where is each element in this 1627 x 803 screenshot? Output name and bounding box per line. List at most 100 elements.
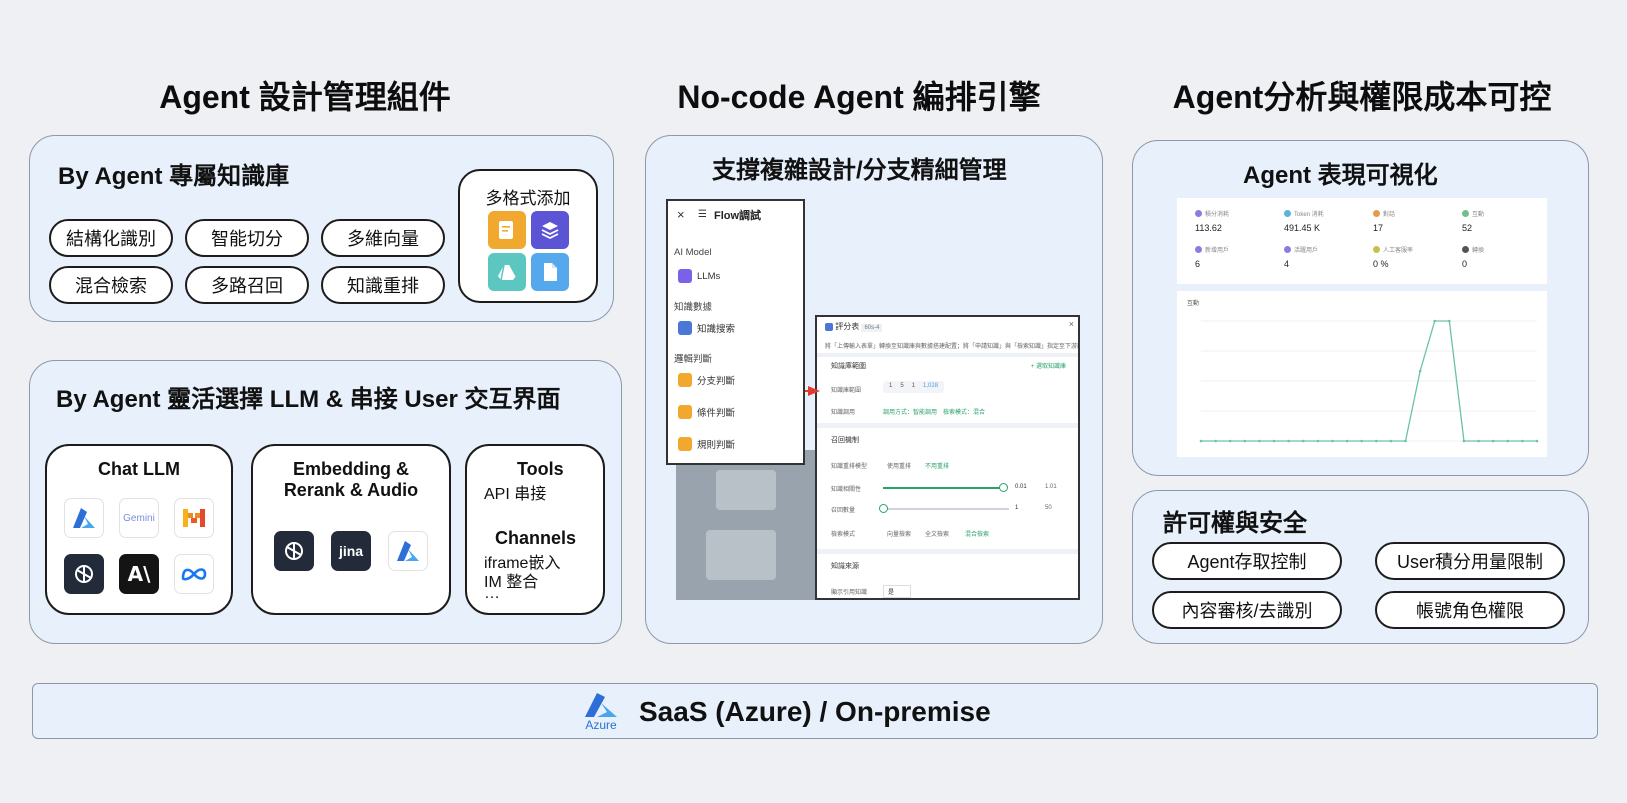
- pill-account-roles: 帳號角色權限: [1375, 591, 1565, 629]
- row5-slider[interactable]: [883, 508, 1009, 510]
- metric-icon: [1373, 210, 1380, 217]
- chat-llm-title: Chat LLM: [98, 459, 180, 479]
- flow-menu: × ☰ Flow調試 AI Model LLMs 知識數據 知識搜索 邏輯判斷 …: [666, 199, 805, 465]
- flow-menu-icon: ☰: [698, 209, 707, 220]
- row6-opt1[interactable]: 向量檢索: [887, 532, 912, 538]
- flow-menu-title: Flow調試: [714, 210, 762, 222]
- chart-point[interactable]: [1535, 439, 1539, 443]
- chart-point[interactable]: [1199, 439, 1203, 443]
- item-branch[interactable]: 分支判斷: [678, 373, 735, 387]
- chart-point[interactable]: [1404, 439, 1407, 443]
- chart-point[interactable]: [1287, 439, 1290, 443]
- chart-point[interactable]: [1448, 319, 1451, 323]
- chat-llm-card: Chat LLM Gemini A\: [45, 444, 233, 615]
- pill-agent-access: Agent存取控制: [1152, 542, 1342, 580]
- chart-point[interactable]: [1301, 439, 1305, 443]
- metric-label: 積分消耗: [1205, 212, 1230, 218]
- row6-opt3[interactable]: 混合檢索: [965, 532, 990, 538]
- row5-slider-handle[interactable]: [879, 504, 888, 513]
- row4-slider-handle[interactable]: [999, 483, 1008, 492]
- tools-text: API 串接: [484, 486, 547, 503]
- pill-vector: 多維向量: [321, 219, 445, 257]
- tools-title: Tools: [517, 459, 564, 479]
- metric-label: 人工客服率: [1383, 248, 1414, 254]
- metric-value: 52: [1462, 223, 1473, 233]
- drive-icon: [488, 253, 526, 291]
- llm-icon: [678, 269, 692, 283]
- metric-value: 491.45 K: [1284, 223, 1321, 233]
- row5-max: 50: [1045, 505, 1052, 511]
- chart-point[interactable]: [1258, 439, 1261, 443]
- chart-point[interactable]: [1462, 439, 1466, 443]
- deployment-bar: Azure SaaS (Azure) / On-premise: [32, 683, 1598, 739]
- format-card: 多格式添加: [458, 169, 598, 303]
- item-rule[interactable]: 規則判斷: [678, 437, 735, 451]
- chart-point[interactable]: [1433, 319, 1437, 323]
- row7-value[interactable]: 是: [883, 585, 912, 598]
- mistral-logo-icon: [174, 498, 214, 538]
- chart-point[interactable]: [1331, 439, 1334, 443]
- channels-line-iframe: iframe嵌入: [484, 555, 561, 572]
- chart-point[interactable]: [1316, 439, 1320, 443]
- gemini-logo-icon: Gemini: [119, 498, 159, 538]
- chart-point[interactable]: [1360, 439, 1363, 443]
- row2-label: 知識調用: [831, 410, 856, 416]
- security-title: 許可權與安全: [1163, 510, 1307, 537]
- metric-icon: [1195, 210, 1202, 217]
- chart-point[interactable]: [1418, 369, 1422, 373]
- row5-value[interactable]: 1: [1015, 505, 1019, 511]
- row6-opt2[interactable]: 全文檢索: [925, 532, 950, 538]
- metric-icon: [1284, 246, 1291, 253]
- chart-point[interactable]: [1228, 439, 1232, 443]
- sec2-title: 召回機制: [831, 437, 859, 444]
- row3-opt2[interactable]: 不用重排: [925, 464, 950, 470]
- chart-point[interactable]: [1506, 439, 1510, 443]
- chart-point[interactable]: [1521, 439, 1524, 443]
- metric-value: 4: [1284, 259, 1290, 269]
- row4-slider[interactable]: [883, 487, 1003, 489]
- embedding-card: Embedding & Rerank & Audio jina: [251, 444, 451, 615]
- item-knowledge-search[interactable]: 知識搜索: [678, 321, 735, 335]
- jina-logo-icon: jina: [331, 531, 371, 571]
- chart-card: 互動: [1177, 291, 1547, 457]
- detail-close-icon[interactable]: ×: [1068, 319, 1074, 329]
- pill-content-review: 內容審核/去識別: [1152, 591, 1342, 629]
- item-condition[interactable]: 條件判斷: [678, 405, 735, 419]
- chart-point[interactable]: [1375, 439, 1378, 443]
- channels-title: Channels: [495, 528, 577, 548]
- chart-point[interactable]: [1272, 439, 1276, 443]
- chart-point[interactable]: [1243, 439, 1247, 443]
- channels-line-im: IM 整合: [484, 574, 539, 591]
- metric-label: 對話: [1383, 212, 1396, 218]
- metric-value: 0: [1462, 259, 1468, 269]
- llm-panel: By Agent 靈活選擇 LLM & 串接 User 交互界面 Chat LL…: [29, 360, 622, 644]
- section-ai-model: AI Model: [674, 247, 712, 258]
- item-llms[interactable]: LLMs: [678, 269, 720, 283]
- row1-label: 知識庫範圍: [831, 388, 862, 394]
- add-kb-link[interactable]: + 選取知識庫: [1030, 364, 1066, 370]
- chart-point[interactable]: [1389, 439, 1393, 443]
- branch-icon: [678, 373, 692, 387]
- flow-title: 支撐複雜設計/分支精細管理: [712, 157, 1007, 184]
- metric-label: Token 消耗: [1294, 212, 1324, 218]
- layers-icon: [531, 211, 569, 249]
- chart-point[interactable]: [1214, 439, 1217, 443]
- row4-value[interactable]: 0.01: [1015, 484, 1027, 490]
- row4-max: 1.01: [1045, 484, 1057, 490]
- chart-point[interactable]: [1491, 439, 1495, 443]
- flow-menu-close-icon[interactable]: ×: [677, 207, 685, 222]
- chart-point[interactable]: [1477, 439, 1480, 443]
- row4-label: 知識相關性: [831, 487, 862, 493]
- row7-label: 顯示引用知識: [831, 590, 868, 596]
- tools-card: Tools API 串接 Channels iframe嵌入 IM 整合 …: [465, 444, 605, 615]
- sec1-title: 知識庫範圍: [831, 363, 866, 370]
- security-panel: 許可權與安全 Agent存取控制 User積分用量限制 內容審核/去識別 帳號角…: [1132, 490, 1589, 644]
- row3-opt1[interactable]: 使用重排: [887, 464, 912, 470]
- metric-label: 活躍用戶: [1294, 248, 1319, 254]
- row2-value: 調用方式：智能調用 檢索模式：混合: [883, 410, 986, 416]
- pill-hybrid-search: 混合檢索: [49, 266, 173, 304]
- chart-point[interactable]: [1345, 439, 1349, 443]
